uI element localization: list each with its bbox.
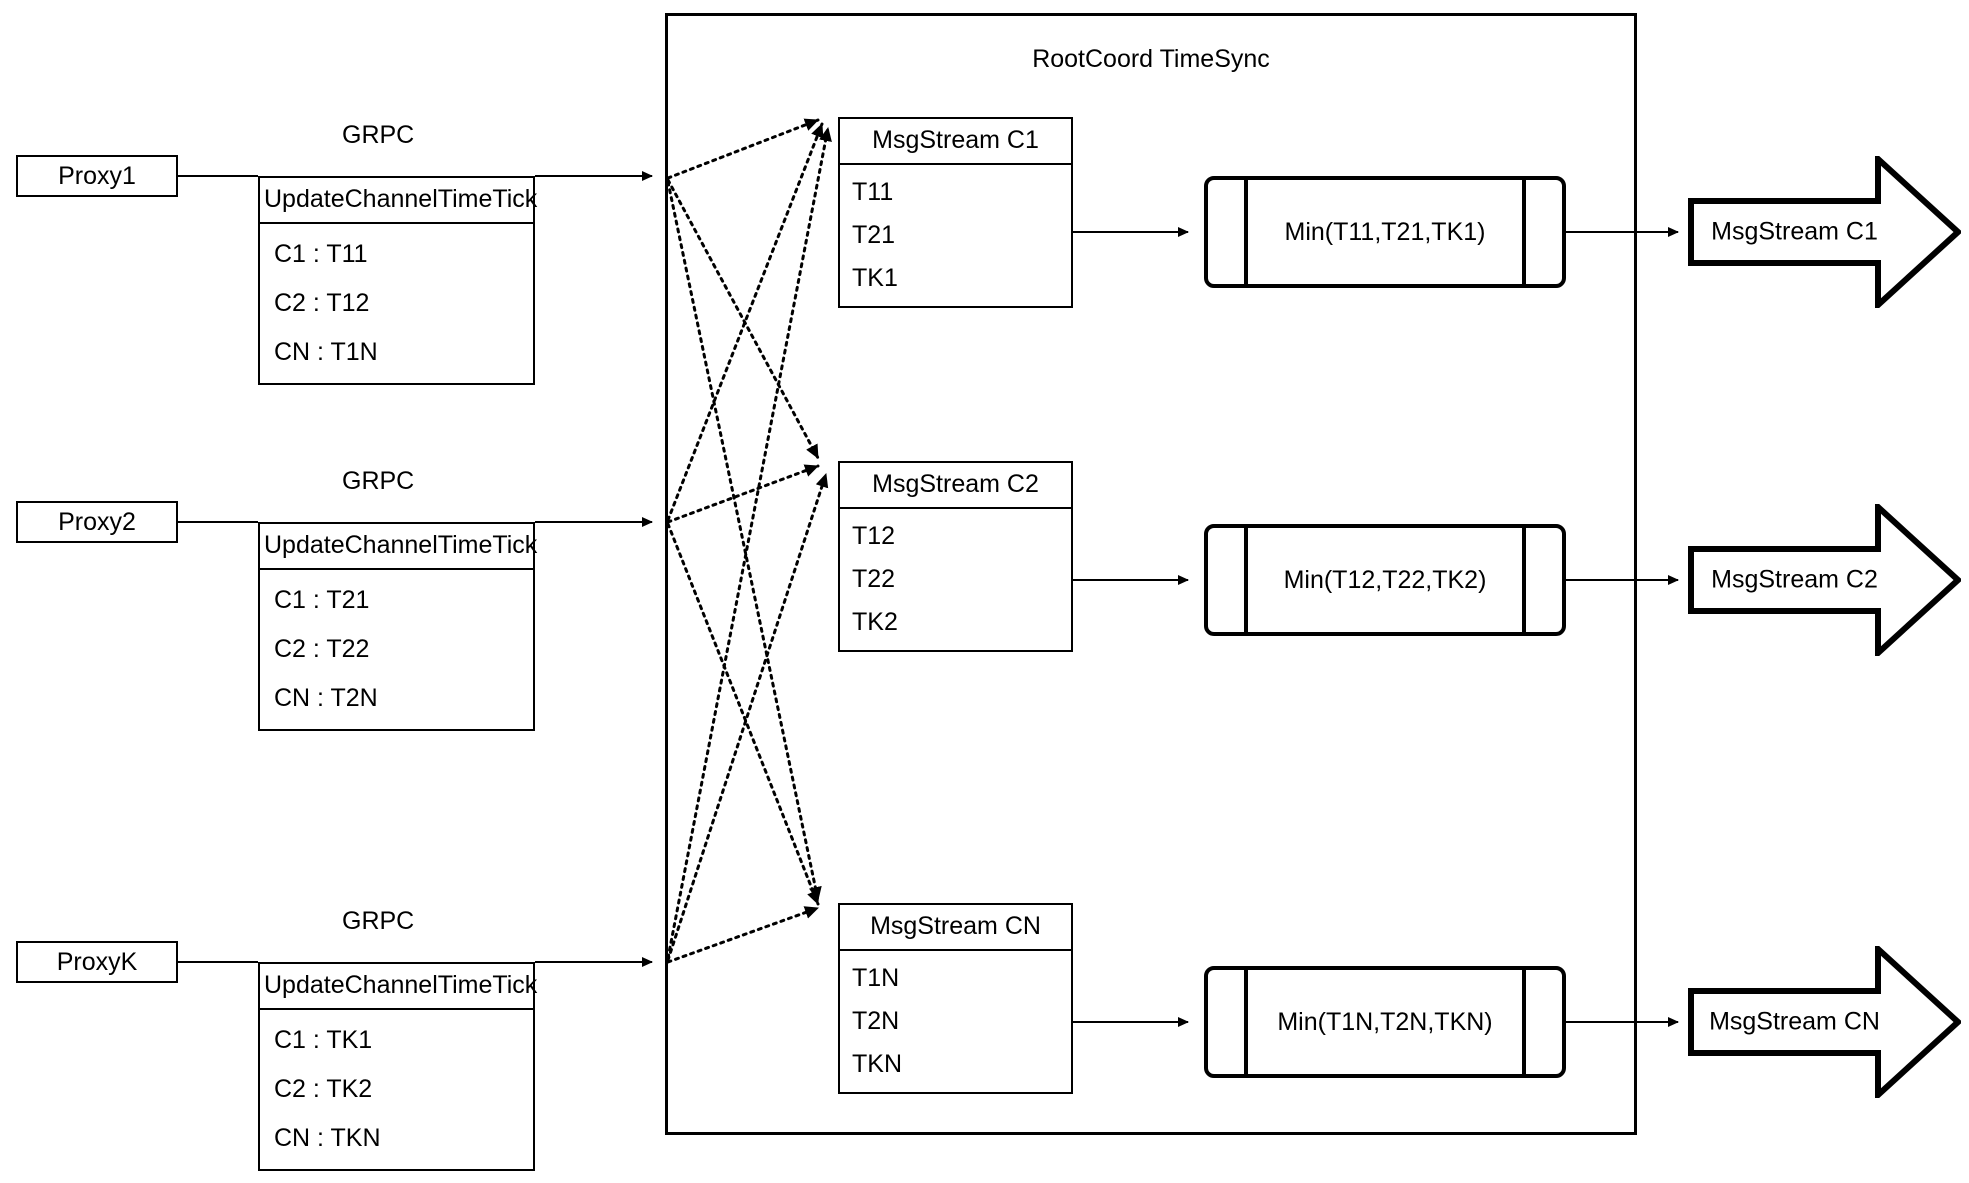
- block-arrow-icon: [1688, 156, 1961, 308]
- grpc-label-1: GRPC: [342, 121, 415, 149]
- subprocess-left-bar: [1244, 528, 1248, 632]
- msgstream-title: MsgStream C1: [840, 119, 1071, 165]
- request-rows: C1 : T21 C2 : T22 CN : T2N: [260, 570, 533, 729]
- request-row: C2 : T22: [274, 634, 370, 663]
- msgstream-row: TKN: [852, 1049, 902, 1078]
- output-block-arrow-cn[interactable]: MsgStream CN: [1688, 946, 1961, 1098]
- output-label: MsgStream C1: [1711, 217, 1878, 246]
- update-channel-timetick-box-1[interactable]: UpdateChannelTimeTick C1 : T11 C2 : T12 …: [258, 176, 537, 385]
- block-arrow-icon: [1688, 946, 1961, 1098]
- output-block-arrow-c1[interactable]: MsgStream C1: [1688, 156, 1961, 308]
- request-row: C1 : T11: [274, 239, 368, 268]
- msgstream-row: T21: [852, 220, 896, 249]
- proxy-label: ProxyK: [56, 947, 138, 976]
- rootcoord-timesync-container: [665, 13, 1637, 1135]
- msgstream-row: T1N: [852, 963, 900, 992]
- msgstream-row: TK2: [852, 607, 898, 636]
- request-rows: C1 : TK1 C2 : TK2 CN : TKN: [260, 1010, 533, 1169]
- request-title: UpdateChannelTimeTick: [260, 964, 537, 1010]
- request-row: C1 : TK1: [274, 1025, 373, 1054]
- request-row: C1 : T21: [274, 585, 370, 614]
- subprocess-left-bar: [1244, 970, 1248, 1074]
- proxy-box-3[interactable]: ProxyK: [16, 941, 178, 983]
- output-block-arrow-c2[interactable]: MsgStream C2: [1688, 504, 1961, 656]
- msgstream-row: T2N: [852, 1006, 900, 1035]
- subprocess-right-bar: [1522, 180, 1526, 284]
- grpc-label-2: GRPC: [342, 467, 415, 495]
- msgstream-rows: T12 T22 TK2: [840, 509, 1071, 650]
- min-subprocess-c1[interactable]: Min(T11,T21,TK1): [1204, 176, 1566, 288]
- update-channel-timetick-box-3[interactable]: UpdateChannelTimeTick C1 : TK1 C2 : TK2 …: [258, 962, 537, 1171]
- proxy-label: Proxy1: [58, 161, 136, 190]
- request-row: CN : T1N: [274, 337, 378, 366]
- proxy-label: Proxy2: [58, 507, 136, 536]
- msgstream-box-cn[interactable]: MsgStream CN T1N T2N TKN: [838, 903, 1073, 1094]
- msgstream-box-c1[interactable]: MsgStream C1 T11 T21 TK1: [838, 117, 1073, 308]
- update-channel-timetick-box-2[interactable]: UpdateChannelTimeTick C1 : T21 C2 : T22 …: [258, 522, 537, 731]
- min-subprocess-c2[interactable]: Min(T12,T22,TK2): [1204, 524, 1566, 636]
- request-row: CN : T2N: [274, 683, 378, 712]
- min-expression: Min(T12,T22,TK2): [1283, 565, 1487, 594]
- min-expression: Min(T1N,T2N,TKN): [1277, 1007, 1493, 1036]
- request-row: C2 : TK2: [274, 1074, 373, 1103]
- request-title: UpdateChannelTimeTick: [260, 524, 537, 570]
- request-row: CN : TKN: [274, 1123, 381, 1152]
- msgstream-row: T12: [852, 521, 896, 550]
- proxy-box-1[interactable]: Proxy1: [16, 155, 178, 197]
- min-expression: Min(T11,T21,TK1): [1284, 217, 1486, 246]
- msgstream-rows: T11 T21 TK1: [840, 165, 1071, 306]
- subprocess-left-bar: [1244, 180, 1248, 284]
- request-rows: C1 : T11 C2 : T12 CN : T1N: [260, 224, 533, 383]
- subprocess-right-bar: [1522, 528, 1526, 632]
- msgstream-box-c2[interactable]: MsgStream C2 T12 T22 TK2: [838, 461, 1073, 652]
- msgstream-row: T11: [852, 177, 894, 206]
- proxy-box-2[interactable]: Proxy2: [16, 501, 178, 543]
- output-label: MsgStream CN: [1709, 1007, 1880, 1036]
- output-label: MsgStream C2: [1711, 565, 1878, 594]
- msgstream-row: T22: [852, 564, 896, 593]
- msgstream-rows: T1N T2N TKN: [840, 951, 1071, 1092]
- rootcoord-timesync-title: RootCoord TimeSync: [1032, 45, 1270, 73]
- msgstream-title: MsgStream CN: [840, 905, 1071, 951]
- request-title: UpdateChannelTimeTick: [260, 178, 537, 224]
- min-subprocess-cn[interactable]: Min(T1N,T2N,TKN): [1204, 966, 1566, 1078]
- request-row: C2 : T12: [274, 288, 370, 317]
- block-arrow-icon: [1688, 504, 1961, 656]
- subprocess-right-bar: [1522, 970, 1526, 1074]
- msgstream-row: TK1: [852, 263, 898, 292]
- grpc-label-3: GRPC: [342, 907, 415, 935]
- msgstream-title: MsgStream C2: [840, 463, 1071, 509]
